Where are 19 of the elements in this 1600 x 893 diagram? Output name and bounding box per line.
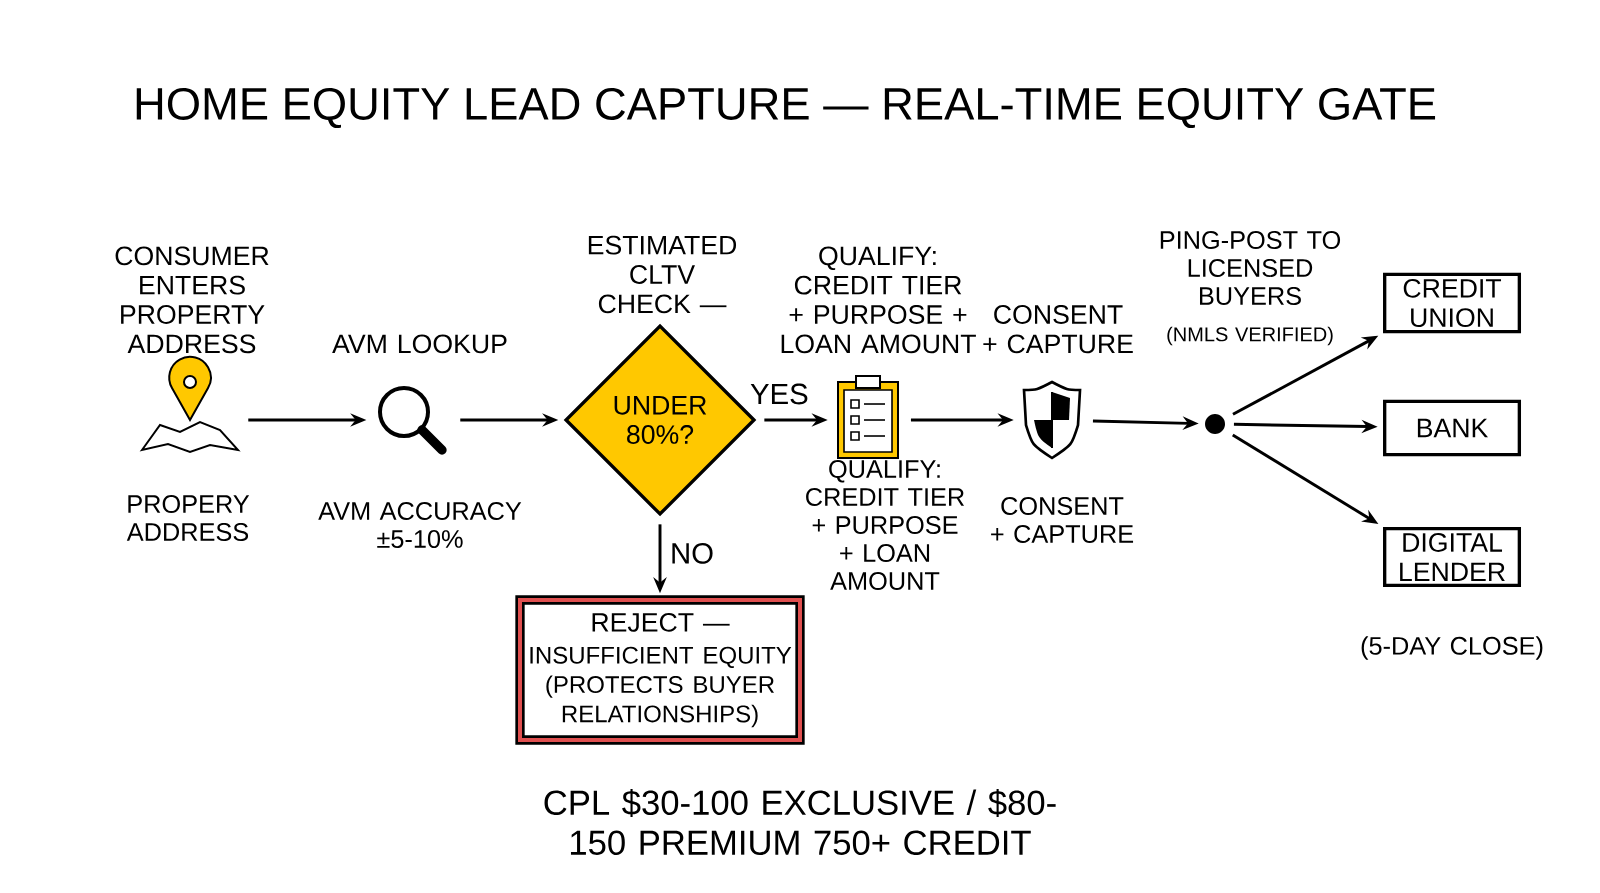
step-heading: ESTIMATED CLTV CHECK — [588, 235, 737, 314]
pricing-note: CPL $30-100 EXCLUSIVE / $80-150 PREMIUM 750+ CREDIT [544, 789, 1056, 855]
step-heading: QUALIFY: CREDIT TIER + PURPOSE + LOAN AMOUNT [781, 246, 976, 354]
step-heading: CONSENT + CAPTURE [983, 305, 1133, 354]
step-caption: PROPERY ADDRESS [126, 495, 250, 541]
buyer-box: BANK [1383, 399, 1521, 457]
buyer-box: DIGITAL LENDER [1383, 526, 1521, 588]
step-heading: AVM LOOKUP [332, 334, 507, 354]
step-caption: PING-POST TO LICENSED BUYERS [1160, 231, 1341, 305]
step-caption: AVM ACCURACY ±5-10% [318, 502, 522, 548]
step-heading: CONSUMER ENTERS PROPERTY ADDRESS [115, 246, 269, 354]
diagram-title: HOME EQUITY LEAD CAPTURE — REAL-TIME EQUITY GATE [136, 87, 1436, 129]
step-caption: (NMLS VERIFIED) [1167, 326, 1333, 346]
step-caption: QUALIFY: CREDIT TIER + PURPOSE + LOAN AMOUNT [806, 460, 965, 590]
reject-box: REJECT — INSUFFICIENT EQUITY (PROTECTS BUYER RELATIONSHIPS) [515, 595, 805, 745]
step-caption: CONSENT + CAPTURE [991, 497, 1134, 543]
step-caption: (5-DAY CLOSE) [1361, 636, 1543, 660]
buyer-box: CREDIT UNION [1383, 272, 1521, 334]
edge-label: NO [672, 543, 713, 564]
